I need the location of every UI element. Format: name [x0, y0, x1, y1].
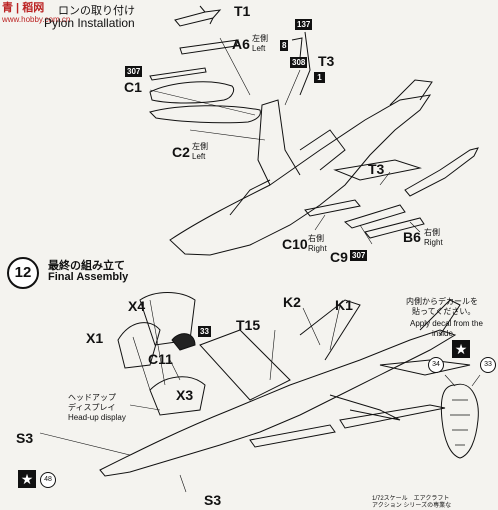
watermark-logo: 青 | 稻网 www.hobby.com.cn [2, 2, 71, 24]
part-box-307-left: 307 [125, 66, 143, 77]
footer-caption: 1/72スケール エアクラフト アクション シリーズの専業な [372, 496, 452, 509]
label-t3-top: T3 [318, 53, 335, 69]
label-x4: X4 [128, 298, 146, 314]
decal-note-jp1: 内側からデカールを [406, 297, 478, 306]
decal-note-jp2: 貼ってください。 [412, 307, 476, 316]
decal-number-48: 48 [40, 472, 56, 488]
label-b6-en: Right [424, 238, 443, 247]
label-c10-en: Right [308, 244, 327, 253]
step11-title-en: Pylon Installation [44, 16, 135, 30]
label-a6: A6 [232, 36, 250, 52]
part-box-33: 33 [198, 326, 211, 337]
label-k1: K1 [335, 297, 353, 313]
step12-title-jp: 最終の組み立て [48, 260, 125, 272]
label-s3-bottom: S3 [204, 492, 222, 508]
step12-title-en: Final Assembly [48, 271, 129, 283]
hud-label-jp2: ディスプレイ [68, 403, 116, 412]
label-c2-jp: 左側 [192, 142, 208, 151]
part-box-308: 308 [290, 57, 308, 68]
label-k2: K2 [283, 294, 301, 310]
label-x1: X1 [86, 330, 104, 346]
label-b6: B6 [403, 229, 421, 245]
hud-label-jp1: ヘッドアップ [68, 393, 116, 402]
label-c1: C1 [124, 79, 142, 95]
label-c9: C9 [330, 249, 348, 265]
decal-number-33: 33 [480, 357, 496, 373]
label-x3: X3 [176, 387, 194, 403]
label-c2-en: Left [192, 152, 206, 161]
part-box-307-c9: 307 [350, 250, 368, 261]
label-a6-en: Left [252, 44, 266, 53]
label-a6-jp: 左側 [252, 34, 268, 43]
decal-note-en1: Apply decal from the [410, 319, 483, 328]
step11-title-jp: ロンの取り付け [58, 5, 135, 17]
hud-label-en: Head-up display [68, 413, 126, 422]
decal-note-en2: inside [432, 329, 453, 338]
step12-number: 12 [7, 257, 39, 289]
star-icon-left: ★ [18, 470, 36, 488]
part-box-1: 1 [314, 72, 325, 83]
label-b6-jp: 右側 [424, 228, 440, 237]
label-s3-left: S3 [16, 430, 34, 446]
part-box-137: 137 [295, 19, 313, 30]
decal-number-34: 34 [428, 357, 444, 373]
label-t15: T15 [236, 317, 261, 333]
star-icon-decal: ★ [452, 340, 470, 358]
label-t1-top: T1 [234, 3, 251, 19]
label-c10: C10 [282, 236, 308, 252]
label-t3-mid: T3 [368, 161, 385, 177]
label-c2: C2 [172, 144, 190, 160]
part-box-8: 8 [280, 40, 289, 51]
label-c10-jp: 右側 [308, 234, 324, 243]
label-c11: C11 [148, 351, 173, 367]
